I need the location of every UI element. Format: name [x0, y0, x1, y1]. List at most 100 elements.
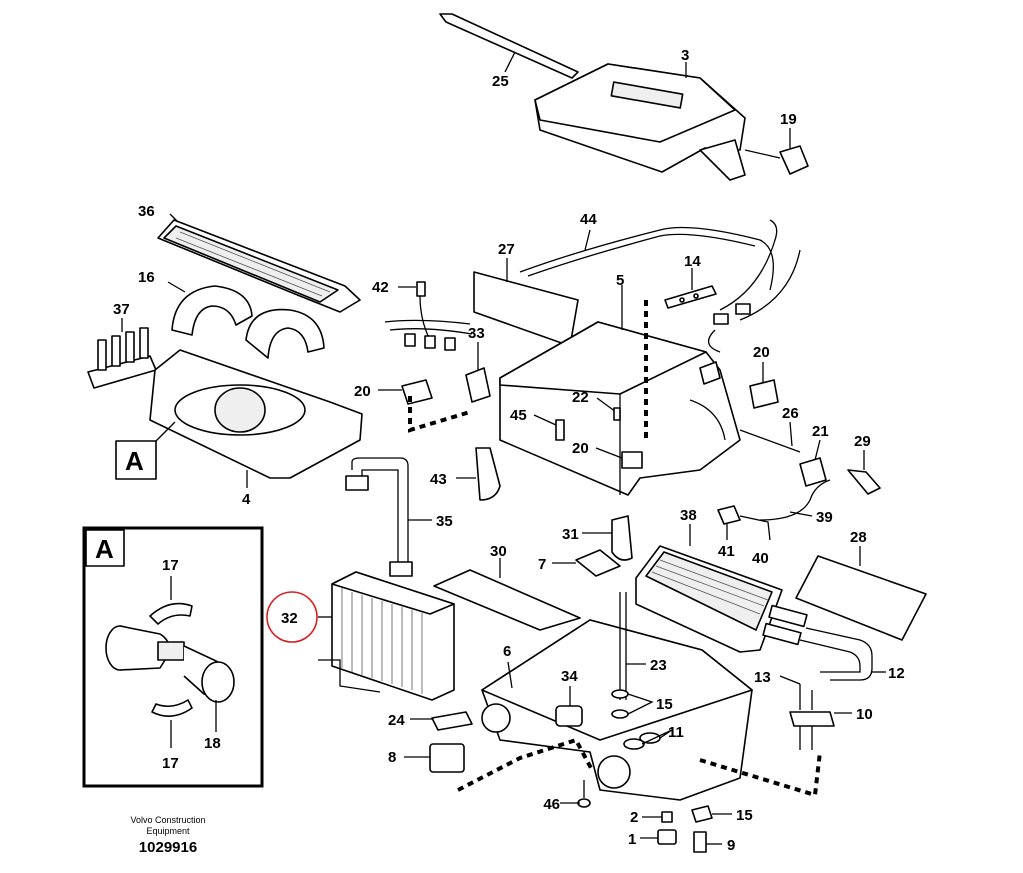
- label-3: 3: [681, 47, 689, 64]
- detail-marker-a-label: A: [125, 446, 144, 476]
- part-14-bracket: [664, 268, 717, 309]
- label-33: 33: [468, 325, 485, 342]
- label-7: 7: [538, 556, 546, 573]
- label-22: 22: [572, 389, 589, 406]
- label-9: 9: [727, 837, 735, 854]
- part-35-pipes: [345, 457, 432, 577]
- label-14: 14: [684, 253, 701, 270]
- part-20-right-actuator: [749, 362, 779, 409]
- label-15-bottom: 15: [736, 807, 753, 824]
- label-46: 46: [543, 796, 560, 813]
- part-42-connectors: [384, 281, 473, 351]
- part-7-seal: [552, 549, 621, 577]
- part-27-plate: [473, 258, 579, 347]
- label-42: 42: [372, 279, 389, 296]
- label-30: 30: [490, 543, 507, 560]
- label-31: 31: [562, 526, 579, 543]
- part-45-screw: [533, 414, 565, 441]
- part-30-plate: [433, 558, 581, 631]
- label-38: 38: [680, 507, 697, 524]
- label-8: 8: [388, 749, 396, 766]
- label-10: 10: [856, 706, 873, 723]
- label-21: 21: [812, 423, 829, 440]
- part-8-motor: [404, 743, 465, 773]
- label-11: 11: [668, 724, 684, 741]
- part-15-bottom-clip: [691, 805, 732, 823]
- part-12-pipe: [799, 627, 886, 681]
- part-11-grommets: [623, 729, 673, 750]
- part-22-clip: [596, 397, 621, 421]
- part-1-plug: [640, 829, 677, 845]
- part-19-clip: [744, 128, 809, 175]
- part-43-flap: [456, 447, 501, 501]
- label-40: 40: [752, 550, 769, 567]
- label-23: 23: [650, 657, 667, 674]
- label-16: 16: [138, 269, 155, 286]
- label-41: 41: [718, 543, 735, 560]
- label-6: 6: [503, 643, 511, 660]
- wiring-harness: [708, 219, 801, 353]
- part-33-actuator: [465, 342, 491, 403]
- detail-a-panel: [82, 526, 264, 788]
- label-43: 43: [430, 471, 447, 488]
- label-36: 36: [138, 203, 155, 220]
- label-27: 27: [498, 241, 515, 258]
- detail-panel-title: A: [95, 534, 114, 564]
- part-24-bracket: [410, 711, 473, 731]
- part-labels: 25 3 19 36 44 27 14 16 42 5 37 33 20 20 …: [95, 47, 905, 854]
- part-2-plug: [642, 811, 673, 823]
- label-24: 24: [388, 712, 405, 729]
- label-5: 5: [616, 272, 624, 289]
- part-44-hose: [519, 226, 774, 291]
- label-2: 2: [630, 809, 638, 826]
- label-26: 26: [782, 405, 799, 422]
- part-15-grommets: [611, 689, 654, 719]
- label-39: 39: [816, 509, 833, 526]
- part-40-wire: [739, 515, 771, 541]
- part-32-highlight: [266, 591, 318, 643]
- part-13-pipe: [779, 675, 813, 710]
- label-12: 12: [888, 665, 905, 682]
- detail-marker-a: [115, 421, 176, 480]
- label-13: 13: [754, 669, 771, 686]
- part-28-plate: [795, 546, 927, 641]
- part-46-washer: [560, 780, 591, 808]
- label-32: 32: [281, 610, 298, 627]
- part-3-cover: [534, 62, 746, 181]
- part-20-mid-actuator: [595, 447, 643, 469]
- part-38-evaporator: [635, 524, 808, 653]
- part-23-drain: [619, 592, 646, 700]
- label-18: 18: [204, 735, 221, 752]
- label-20-mid: 20: [572, 440, 589, 457]
- part-39-cable: [759, 479, 831, 521]
- label-34: 34: [561, 668, 578, 685]
- dashed-reference-lines: [408, 300, 822, 798]
- part-10-expansion-valve: [789, 711, 852, 750]
- part-26-rod: [739, 421, 801, 453]
- part-37-resistor: [87, 318, 157, 389]
- label-45: 45: [510, 407, 527, 424]
- part-41-clip: [717, 505, 741, 540]
- part-31-flap: [582, 515, 633, 561]
- label-37: 37: [113, 301, 130, 318]
- part-16-fan-housings: [167, 281, 325, 359]
- part-6-lower-housing: [481, 619, 753, 801]
- label-4: 4: [242, 491, 251, 508]
- label-19: 19: [780, 111, 797, 128]
- label-1: 1: [628, 831, 636, 848]
- label-25: 25: [492, 73, 509, 90]
- part-21-sensor: [799, 439, 827, 487]
- part-29-connector: [847, 450, 881, 495]
- label-17-top: 17: [162, 557, 179, 574]
- part-36-filter: [157, 213, 361, 313]
- label-28: 28: [850, 529, 867, 546]
- part-4-blower-housing: [149, 349, 363, 488]
- label-20-right: 20: [753, 344, 770, 361]
- label-35: 35: [436, 513, 453, 530]
- label-44: 44: [580, 211, 597, 228]
- label-29: 29: [854, 433, 871, 450]
- footer-drawing-number: 1029916: [138, 839, 198, 856]
- part-9-valve: [693, 831, 722, 853]
- part-32-heater-core: [318, 571, 455, 701]
